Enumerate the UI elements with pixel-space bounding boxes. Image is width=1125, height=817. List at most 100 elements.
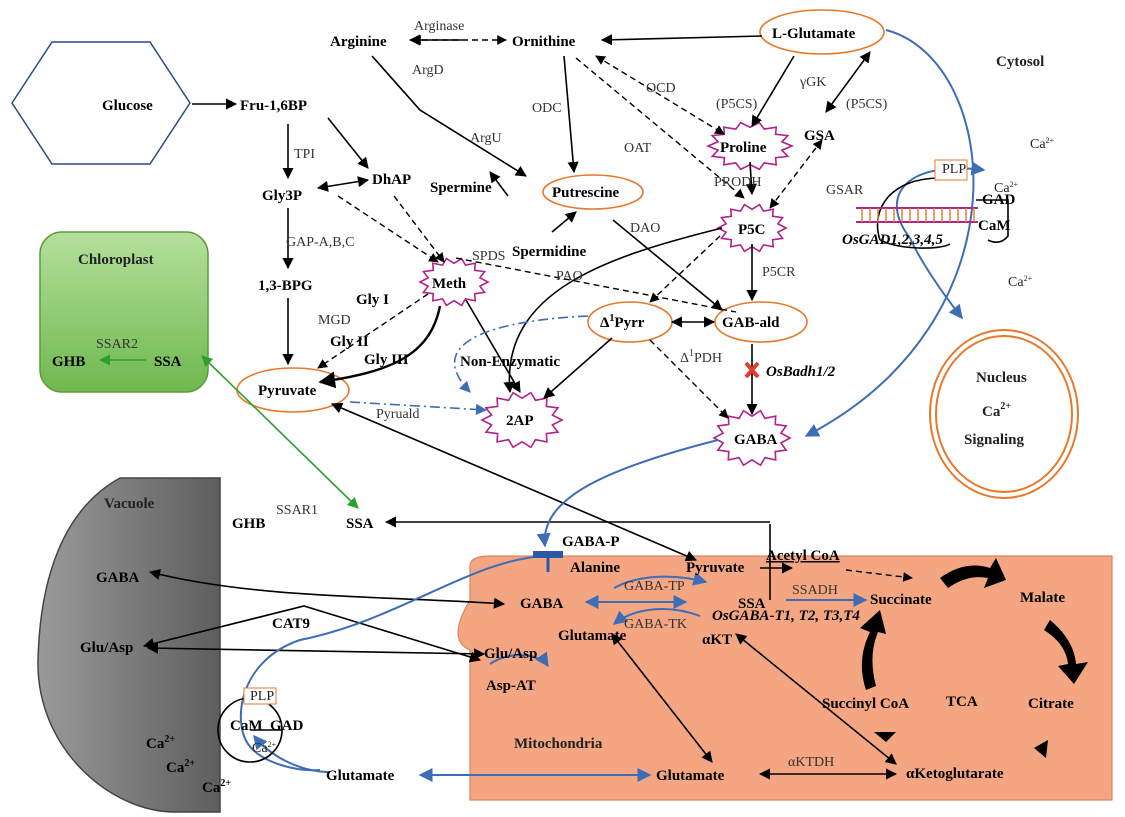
met-spermidine: Spermidine [512,244,587,260]
met-dhap: DhAP [372,172,411,188]
arrows-blue [239,29,986,782]
enz-ggk: γGK [799,75,826,90]
met-alanine: Alanine [570,560,620,576]
enz-glyiii: Gly III [364,352,409,368]
enz-argd: ArgD [412,63,444,78]
met-aketoglutarate: αKetoglutarate [906,766,1004,782]
star-nodes [418,121,795,467]
ca-bottom-1: Ca2+ [146,734,175,752]
enz-gapabc: GAP-A,B,C [286,235,354,250]
label-ca-signaling-post: Signaling [964,432,1025,448]
enz-gabatk: GABA-TK [624,617,687,632]
label-ca-signaling-pre: Ca2+ [982,401,1011,420]
enz-tpi: TPI [294,147,315,162]
enz-gabatp: GABA-TP [624,579,685,594]
enz-plp-top: PLP [942,162,966,177]
arrows-black [142,34,898,780]
chloroplast-compartment [39,231,209,393]
met-13bpg: 1,3-BPG [258,278,313,294]
met-2ap: 2AP [506,413,534,429]
met-citrate: Citrate [1028,696,1074,712]
enz-oat: OAT [624,141,652,156]
met-pyruvate-mito: Pyruvate [686,560,745,576]
enz-pyruald: Pyruald [376,407,420,422]
enz-glyi: Gly I [356,292,389,308]
met-akt: αKT [702,632,732,648]
gabap-transporter [533,551,563,558]
met-p5c: P5C [738,222,766,238]
met-arginine: Arginine [330,34,387,50]
gene-osgabat: OsGABA-T1, T2, T3,T4 [712,608,860,624]
met-gsa: GSA [804,128,835,144]
enz-plp-bottom: PLP [250,689,274,704]
ca-top: Ca2+ [1030,136,1055,152]
enz-ocd: OCD [646,81,676,96]
ca-gad-top: Ca2+ [994,180,1019,196]
label-cytosol: Cytosol [996,54,1044,70]
met-glucose: Glucose [102,98,153,114]
enz-prodh: PRODH [714,175,761,190]
gad-complex-top [856,159,1009,249]
met-glutamate-mito: Glutamate [558,628,627,644]
vacuole-compartment [37,477,221,813]
labels: Cytosol Chloroplast Vacuole Nucleus Ca2+… [52,19,1074,796]
met-glutamate-cytosol: Glutamate [326,768,395,784]
enz-ssar1: SSAR1 [276,503,318,518]
enz-p5cs-left: (P5CS) [716,97,758,112]
star-gaba [712,409,792,467]
met-ssa-cytosol: SSA [346,516,374,532]
enz-nonenzymatic: Non-Enzymatic [460,354,560,370]
enz-gad-top: GAD [982,192,1016,208]
met-aspat: Asp-AT [486,678,536,694]
label-chloroplast: Chloroplast [78,252,154,268]
glucose-hexagon [11,41,191,165]
enz-spds: SPDS [472,249,505,264]
mitochondria-compartment [457,555,1113,801]
met-gaba: GABA [734,432,778,448]
enz-p5cs-right: (P5CS) [846,97,888,112]
met-acetylcoa: Acetyl CoA [766,548,840,564]
enz-cam-bottom: CaM [230,718,263,734]
enz-gsar: GSAR [826,183,864,198]
gad-complex-bottom [217,687,283,763]
met-ghb-chloroplast: GHB [52,354,85,370]
met-succinylcoa: Succinyl CoA [822,696,909,712]
met-gluasp-mito: Glu/Asp [484,646,537,662]
met-gaba-mito: GABA [520,596,564,612]
enz-argu: ArgU [470,131,502,146]
met-gluasp-vacuole: Glu/Asp [80,640,133,656]
enz-dao: DAO [630,221,660,236]
enz-cam-top: CaM [978,218,1011,234]
enz-cat9: CAT9 [272,616,310,632]
ca-bottom-2: Ca2+ [166,758,195,776]
met-ghb-cytosol: GHB [232,516,265,532]
met-spermine: Spermine [430,180,492,196]
enz-arginase: Arginase [414,19,464,34]
enz-pao: PAO [556,269,583,284]
label-nucleus: Nucleus [976,370,1027,386]
enz-d1pdh: Δ1PDH [680,348,722,366]
met-putrescine: Putrescine [552,185,620,201]
ca-bottom-3: Ca2+ [202,778,231,796]
gene-osgad: OsGAD1,2,3,4,5 [842,232,943,248]
enz-aktdh: αKTDH [788,755,834,770]
met-gaba-vacuole: GABA [96,570,140,586]
enz-ssar2: SSAR2 [96,337,138,352]
red-cross-icon [744,361,760,379]
met-proline: Proline [720,140,767,156]
enz-p5cr: P5CR [762,265,796,280]
arrows-dashdot [349,315,589,415]
met-d1pyrr: Δ1Pyrr [600,313,645,331]
met-glutamate-mito2: Glutamate [656,768,725,784]
met-ssa-chloroplast: SSA [154,354,182,370]
met-succinate: Succinate [870,592,932,608]
enz-gad-bottom: GAD [270,718,304,734]
enz-gabap: GABA-P [562,534,620,550]
nucleus-inner [935,335,1073,493]
met-gly3p: Gly3P [262,188,302,204]
star-p5c [716,203,788,253]
label-vacuole: Vacuole [104,496,155,512]
met-ornithine: Ornithine [512,34,576,50]
enz-mgd: MGD [318,313,351,328]
